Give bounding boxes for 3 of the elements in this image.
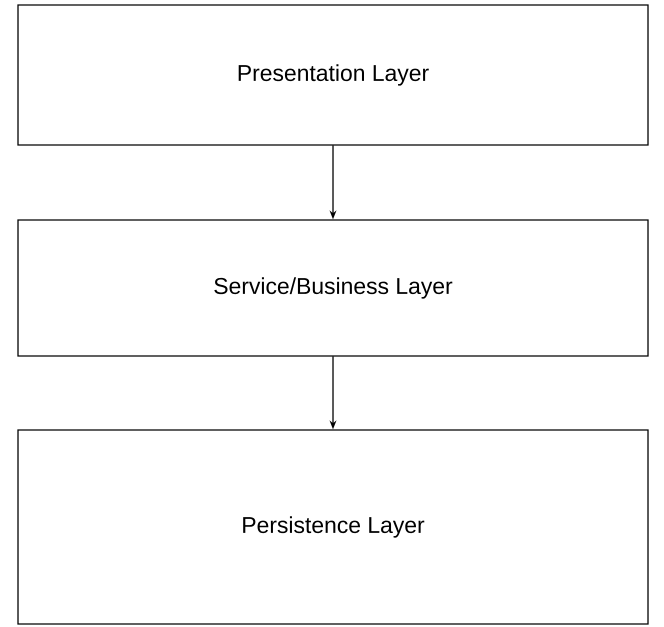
layer-box: Service/Business Layer xyxy=(17,219,649,357)
layer-box: Persistence Layer xyxy=(17,429,649,625)
layer-box: Presentation Layer xyxy=(17,4,649,146)
